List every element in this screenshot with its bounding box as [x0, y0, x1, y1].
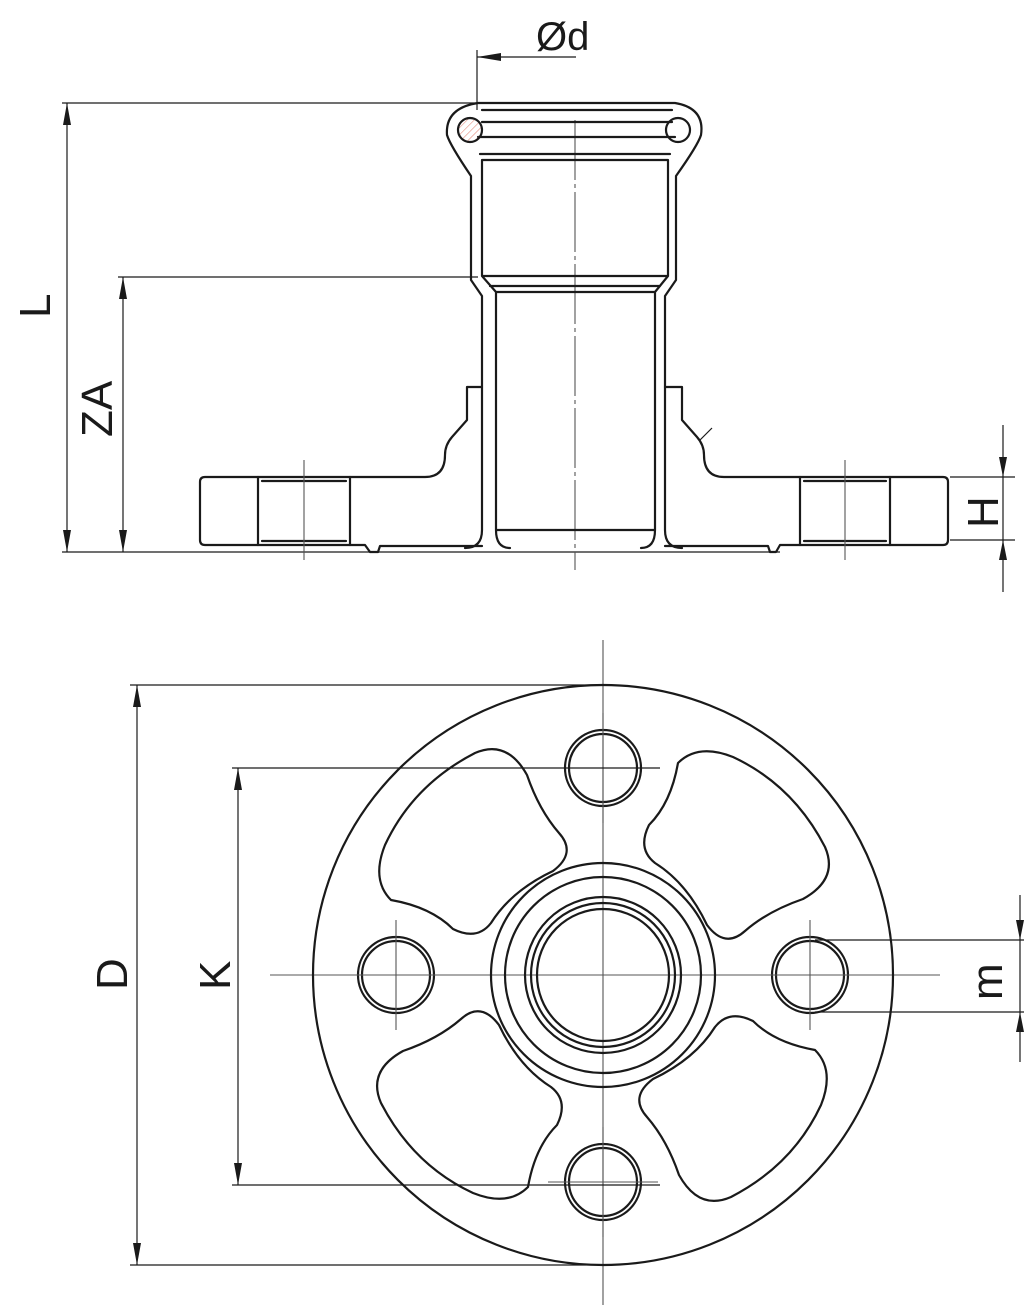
weld-leader: [699, 427, 713, 441]
flange-left-contour: [198, 385, 484, 554]
lightening-cutout: [638, 1015, 828, 1202]
bolt-hole-section-right: [798, 475, 892, 547]
lightening-cutout: [643, 750, 830, 940]
label-h: H: [959, 496, 1008, 528]
bore-outer-circle: [523, 895, 683, 1055]
lightening-cutout: [376, 1010, 563, 1200]
flange-outer-circle: [311, 683, 895, 1267]
o-ring-seal-left: [456, 116, 484, 144]
socket-inner-contour: [476, 108, 677, 550]
label-k: K: [191, 961, 240, 990]
label-d: Ød: [536, 15, 589, 59]
bore-inner-circle: [535, 907, 671, 1043]
label-za: ZA: [73, 380, 122, 437]
label-l: L: [11, 294, 60, 318]
lightening-cutouts: [376, 748, 830, 1202]
top-view: D K m: [88, 640, 1024, 1305]
label-outer-d: D: [88, 958, 137, 990]
side-view: L ZA Ød H: [11, 15, 1015, 592]
hub-step-circle: [503, 875, 703, 1075]
label-m: m: [963, 963, 1012, 1000]
hub-outer-circle: [489, 861, 717, 1089]
flange-right-contour: [663, 385, 950, 554]
d-arrow: [477, 53, 501, 61]
bolt-hole-section-left: [256, 475, 352, 547]
lightening-cutout: [378, 748, 568, 935]
o-ring-seal-right: [664, 116, 692, 144]
bore-middle-circle: [529, 901, 677, 1049]
socket-outer-contour: [445, 101, 703, 550]
